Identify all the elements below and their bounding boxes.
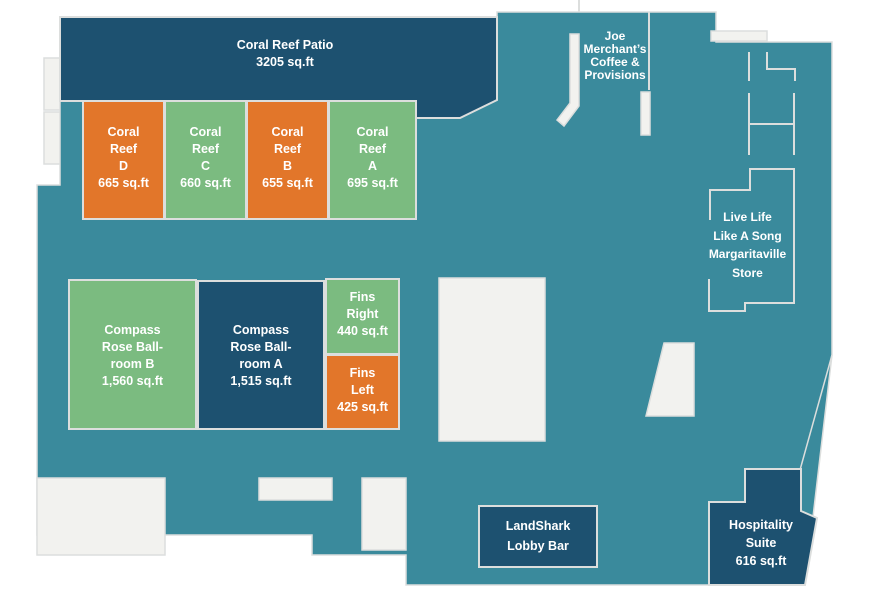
- room-area: 616 sq.ft: [735, 554, 787, 568]
- label-fins-right: Fins Right 440 sq.ft: [326, 286, 399, 342]
- room-hospitality-suite[interactable]: [708, 468, 819, 586]
- room-coral-reef-c[interactable]: [164, 100, 247, 220]
- room-area: 695 sq.ft: [347, 176, 398, 190]
- amenity-name-line: LandShark: [505, 519, 571, 533]
- room-name-line: C: [200, 159, 211, 173]
- room-name-line: Rose Ball-: [230, 340, 292, 354]
- blocked-area-trapezoid: [645, 342, 695, 417]
- label-coral-reef-patio: Coral Reef Patio 3205 sq.ft: [160, 34, 410, 74]
- room-name-line: Coral: [356, 125, 389, 139]
- blocked-area-bottom-left: [36, 477, 166, 556]
- label-joe-merchants-coffee: Joe Merchant’s Coffee & Provisions: [580, 28, 650, 84]
- amenity-name-line: Merchant’s: [583, 42, 647, 56]
- room-name-line: D: [118, 159, 129, 173]
- room-name-line: room A: [239, 357, 283, 371]
- room-area: 1,515 sq.ft: [230, 374, 292, 388]
- restroom-walls: [748, 52, 796, 155]
- room-coral-reef-a[interactable]: [328, 100, 417, 220]
- label-landshark-lobby-bar: LandShark Lobby Bar: [479, 515, 597, 557]
- coffee-counter-left: [555, 33, 580, 128]
- coffee-counter-right: [640, 91, 651, 136]
- room-coral-reef-d[interactable]: [82, 100, 165, 220]
- room-fins-left[interactable]: [325, 354, 400, 430]
- room-name-line: Right: [346, 306, 379, 321]
- room-compass-rose-ballroom-a[interactable]: [197, 280, 325, 430]
- label-fins-left: Fins Left 425 sq.ft: [326, 362, 399, 418]
- room-name-line: Reef: [273, 142, 302, 156]
- room-name-line: Rose Ball-: [101, 340, 164, 354]
- room-area: 660 sq.ft: [180, 176, 231, 190]
- label-coral-reef-d: Coral Reef D 665 sq.ft: [83, 120, 164, 196]
- label-coral-reef-c: Coral Reef C 660 sq.ft: [165, 120, 246, 196]
- blocked-area-bottom-small: [258, 477, 333, 501]
- label-compass-rose-ballroom-a: Compass Rose Ball- room A 1,515 sq.ft: [198, 318, 324, 394]
- label-coral-reef-a: Coral Reef A 695 sq.ft: [329, 120, 416, 196]
- label-hospitality-suite: Hospitality Suite 616 sq.ft: [717, 515, 805, 571]
- room-name-line: Reef: [358, 142, 387, 156]
- room-area: 655 sq.ft: [262, 176, 313, 190]
- amenity-name-line: Margaritaville: [708, 247, 787, 261]
- room-coral-reef-b[interactable]: [246, 100, 329, 220]
- label-margaritaville-store: Live Life Like A Song Margaritaville Sto…: [700, 207, 795, 283]
- blocked-area-top-right: [710, 30, 768, 42]
- room-name-line: Fins: [349, 289, 376, 304]
- amenity-name-line: Store: [732, 265, 763, 280]
- room-name: Coral Reef Patio: [236, 38, 334, 52]
- room-area: 1,560 sq.ft: [101, 374, 164, 388]
- room-name-line: Reef: [109, 142, 138, 156]
- room-name-line: Hospitality: [729, 518, 793, 532]
- amenity-name-line: Like A Song: [713, 228, 782, 243]
- blocked-area-center: [438, 277, 546, 442]
- room-name-line: B: [282, 159, 293, 173]
- room-name-line: A: [367, 159, 378, 173]
- room-area: 440 sq.ft: [337, 323, 388, 338]
- blocked-area-left-mid: [43, 111, 62, 165]
- room-name-line: Coral: [189, 125, 222, 139]
- amenity-name-line: Live Life: [723, 210, 772, 224]
- store-outline[interactable]: [708, 168, 795, 312]
- room-area: 3205 sq.ft: [256, 55, 314, 69]
- blocked-area-left-top: [43, 57, 62, 111]
- room-name-line: Coral: [271, 125, 304, 139]
- room-name-line: Reef: [191, 142, 220, 156]
- room-area: 425 sq.ft: [337, 399, 388, 414]
- amenity-name-line: Coffee &: [590, 55, 640, 69]
- label-compass-rose-ballroom-b: Compass Rose Ball- room B 1,560 sq.ft: [69, 318, 196, 394]
- room-name-line: Fins: [349, 365, 376, 380]
- room-area: 665 sq.ft: [98, 176, 149, 190]
- room-landshark-lobby-bar[interactable]: [478, 505, 598, 568]
- blocked-area-bottom-mid: [361, 477, 407, 551]
- room-name-line: Suite: [745, 536, 777, 550]
- room-compass-rose-ballroom-b[interactable]: [68, 279, 197, 430]
- label-coral-reef-b: Coral Reef B 655 sq.ft: [247, 120, 328, 196]
- amenity-name-line: Provisions: [584, 68, 646, 82]
- room-name-line: Coral: [107, 125, 140, 139]
- amenity-name-line: Lobby Bar: [507, 539, 569, 553]
- amenity-name-line: Joe: [604, 29, 626, 43]
- room-fins-right[interactable]: [325, 278, 400, 355]
- room-name-line: Left: [351, 382, 374, 397]
- room-name-line: Compass: [104, 323, 161, 337]
- room-name-line: room B: [110, 357, 155, 371]
- room-name-line: Compass: [232, 323, 290, 337]
